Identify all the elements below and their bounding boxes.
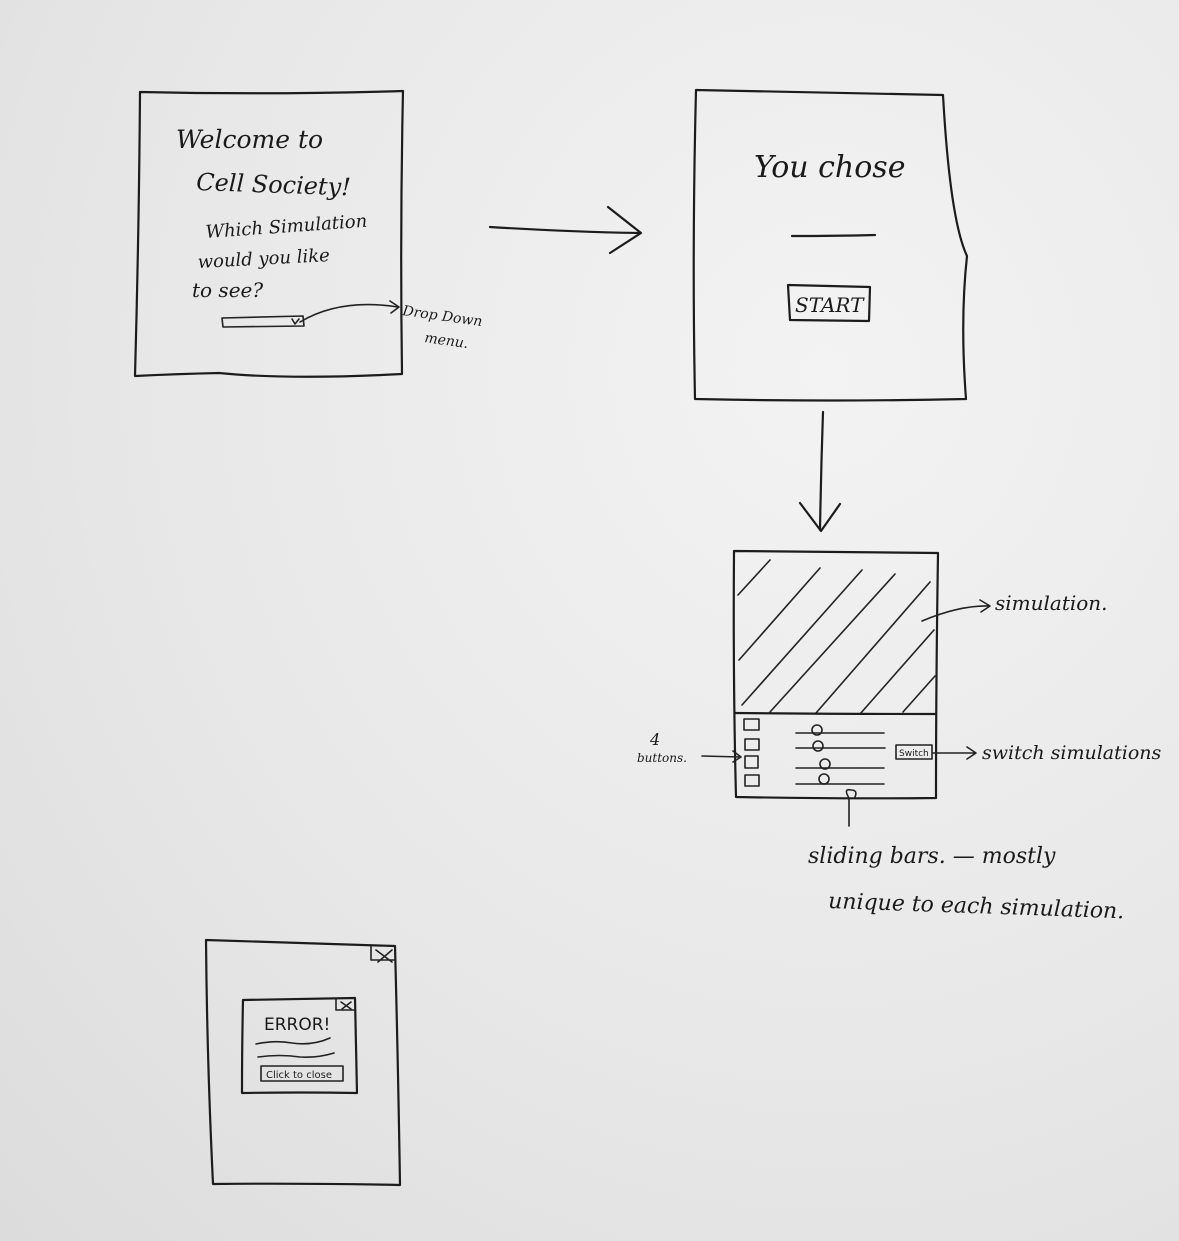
control-button-2[interactable] — [744, 738, 760, 751]
dropdown-annotation-arrow — [299, 300, 400, 323]
flow-arrow-right-icon — [488, 205, 643, 255]
simulation-screen: Switch simulation. 4 buttons. switch sim… — [637, 549, 1162, 924]
sliding-bars — [795, 724, 886, 785]
error-dialog: ERROR! Click to close — [240, 996, 359, 1095]
control-panel-divider — [733, 711, 938, 716]
control-button-1[interactable] — [743, 718, 760, 731]
welcome-title-line1: Welcome to — [176, 125, 323, 154]
start-button-frame[interactable] — [786, 283, 872, 323]
slider-thumb-4[interactable] — [818, 773, 830, 785]
control-buttons — [743, 718, 760, 787]
chosen-screen-frame — [692, 88, 969, 402]
welcome-title-line2: Cell Society! — [196, 168, 351, 201]
switch-button[interactable]: Switch — [895, 744, 933, 760]
flow-arrow-down-icon — [798, 410, 842, 533]
chosen-screen: You chose START — [692, 88, 969, 402]
dropdown-annotation-line2: menu. — [423, 330, 469, 352]
dropdown-annotation-line1: Drop Down — [400, 303, 483, 330]
chosen-simulation-blank — [790, 233, 877, 238]
simulation-annotation: simulation. — [995, 591, 1108, 615]
error-close-button-frame[interactable] — [260, 1065, 344, 1082]
chevron-down-icon[interactable] — [291, 318, 300, 325]
error-dialog-frame — [240, 996, 359, 1095]
buttons-annotation-arrow — [701, 750, 742, 763]
window-close-icon[interactable] — [370, 945, 396, 963]
buttons-annotation-label: buttons. — [637, 751, 687, 765]
welcome-prompt-line3: to see? — [192, 278, 263, 302]
switch-button-frame[interactable] — [895, 744, 933, 760]
sliders-annotation-line1: sliding bars. — mostly — [808, 844, 1056, 869]
switch-annotation-arrow — [932, 746, 977, 760]
switch-button-label[interactable]: Switch — [899, 749, 929, 759]
start-button[interactable]: START — [786, 283, 872, 323]
sliders-annotation-pointer — [845, 788, 857, 827]
error-message-lines — [255, 1037, 335, 1058]
sliders-annotation-line2: unique to each simulation. — [828, 889, 1125, 924]
simulation-view — [737, 559, 936, 715]
error-screen: ERROR! Click to close — [204, 938, 402, 1187]
control-button-3[interactable] — [744, 755, 759, 769]
slider-thumb-3[interactable] — [819, 758, 831, 770]
simulation-hatch-lines — [737, 559, 936, 715]
welcome-prompt-line2: would you like — [197, 245, 330, 273]
control-button-4[interactable] — [744, 774, 760, 787]
welcome-prompt-line1: Which Simulation — [205, 211, 368, 243]
error-close-button[interactable]: Click to close — [260, 1065, 344, 1082]
slider-thumb-2[interactable] — [812, 740, 824, 752]
simulation-annotation-arrow — [921, 599, 991, 622]
start-button-label[interactable]: START — [795, 293, 865, 317]
error-screen-frame — [204, 938, 402, 1187]
welcome-screen-frame — [133, 89, 405, 378]
dialog-close-icon[interactable] — [335, 998, 356, 1011]
error-title: ERROR! — [264, 1015, 330, 1035]
chosen-heading: You chose — [754, 150, 905, 185]
buttons-annotation-count: 4 — [649, 730, 660, 749]
switch-annotation: switch simulations — [982, 742, 1162, 764]
welcome-screen: Welcome to Cell Society! Which Simulatio… — [133, 89, 483, 378]
error-close-button-label[interactable]: Click to close — [266, 1070, 332, 1081]
simulation-screen-frame — [732, 549, 940, 800]
slider-thumb-1[interactable] — [811, 724, 823, 736]
dropdown-box[interactable] — [221, 315, 305, 328]
simulation-dropdown[interactable] — [221, 315, 305, 328]
